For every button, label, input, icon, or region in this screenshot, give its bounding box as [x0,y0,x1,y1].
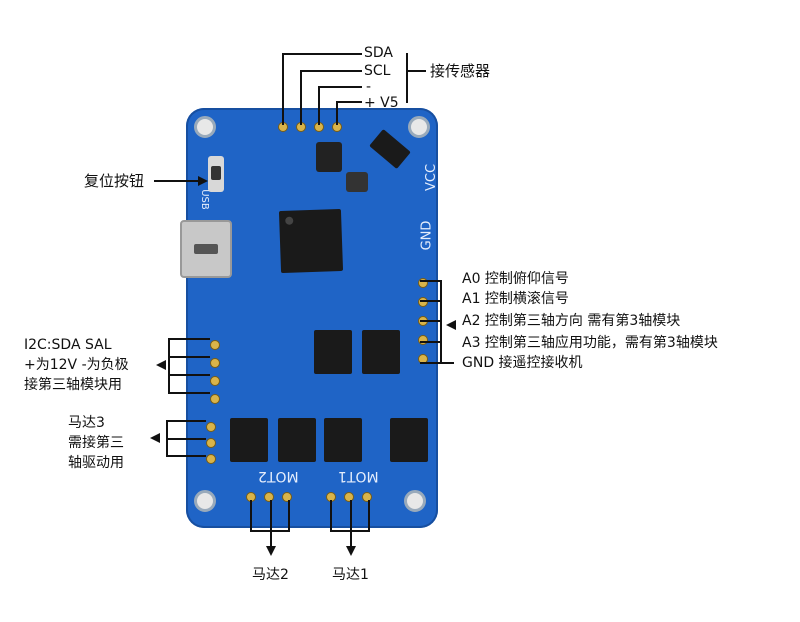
motor1-pin-3 [362,492,372,502]
leader-scl-v [300,70,302,125]
label-a1: A1 控制横滚信号 [462,291,569,307]
rc-leader-a0 [420,280,442,282]
leader-scl-h [300,70,362,72]
silk-gnd: GND [419,220,435,251]
leader-minus-v [318,86,320,125]
label-i2c-line1: I2C:SDA SAL [24,337,112,353]
capacitor [346,172,368,192]
i2c-pin-1 [210,340,220,350]
label-gnd: GND 接遥控接收机 [462,355,583,371]
silk-vcc: VCC [424,163,440,192]
label-plus-v5: + V5 [364,95,399,111]
leader-v5-h [336,101,362,103]
silk-mot2: MOT2 [258,468,299,484]
i2c-pin-4 [210,394,220,404]
label-motor3-line2: 需接第三 [68,435,124,451]
rc-bracket-v [440,280,442,364]
silk-mot1: MOT1 [338,468,379,484]
i2c-leader-4 [168,392,210,394]
motor3-pin-1 [206,422,216,432]
motor1-leader-2 [350,500,352,532]
motor3-pin-2 [206,438,216,448]
motor2-pin-2 [264,492,274,502]
leader-v5-v [336,101,338,125]
arrow-motor1 [346,546,356,556]
motor3-leader-1 [166,420,206,422]
pcb-board: USB VCC GND MOT2 MOT1 [180,108,440,528]
driver-chip-2 [362,330,400,374]
label-i2c-line2: +为12V -为负极 [24,357,129,373]
label-motor2: 马达2 [252,567,289,583]
motor3-leader-2 [166,438,206,440]
reset-button-component [208,156,224,192]
label-motor1: 马达1 [332,567,369,583]
label-a2: A2 控制第三轴方向 需有第3轴模块 [462,313,681,329]
rc-leader-a2 [420,320,442,322]
sensor-bracket-v [406,53,408,103]
motor2-pin-3 [282,492,292,502]
mount-hole-bottom-right [404,490,426,512]
label-motor3-line1: 马达3 [68,415,105,431]
driver-chip-3 [230,418,268,462]
motor3-pin-3 [206,454,216,464]
arrow-reset [198,176,208,186]
motor1-leader-1 [330,500,332,532]
motor2-leader-3 [288,500,290,532]
rc-leader-a1 [420,300,442,302]
motor2-leader-2 [270,500,272,532]
label-scl: SCL [364,63,391,79]
motor2-leader-1 [250,500,252,532]
label-motor3-line3: 轴驱动用 [68,455,124,471]
label-sensor: 接传感器 [430,62,491,80]
i2c-bracket-v [168,338,170,394]
rc-pin-a0 [418,278,428,288]
usb-port [180,220,232,278]
i2c-leader-3 [168,374,210,376]
driver-chip-5 [324,418,362,462]
rc-pin-a1 [418,297,428,307]
motor2-stem [270,530,272,548]
sensor-bracket-h [406,70,426,72]
label-i2c-line3: 接第三轴模块用 [24,377,122,393]
motor3-leader-3 [166,455,206,457]
rc-leader-gnd-2 [442,362,454,364]
diode [369,129,411,169]
mount-hole-bottom-left [194,490,216,512]
arrow-motor3 [150,433,160,443]
rc-pin-a3 [418,335,428,345]
mount-hole-top-left [194,116,216,138]
mount-hole-top-right [408,116,430,138]
leader-minus-h [318,86,362,88]
leader-reset [154,180,204,182]
arrow-motor2 [266,546,276,556]
i2c-pin-2 [210,358,220,368]
motor1-pin-2 [344,492,354,502]
label-reset: 复位按钮 [84,172,145,190]
arrow-rc [446,320,456,330]
silk-usb: USB [198,189,210,210]
i2c-leader-1 [168,338,210,340]
arrow-i2c [156,360,166,370]
i2c-pin-3 [210,376,220,386]
label-minus: - [366,79,372,95]
label-a0: A0 控制俯仰信号 [462,271,569,287]
leader-sda-v [282,53,284,125]
i2c-leader-2 [168,356,210,358]
driver-chip-6 [390,418,428,462]
motor1-leader-3 [368,500,370,532]
driver-chip-4 [278,418,316,462]
mcu-chip [278,208,344,274]
leader-sda-h [282,53,362,55]
label-a3: A3 控制第三轴应用功能，需有第3轴模块 [462,335,718,351]
rc-leader-gnd-1 [420,362,442,364]
regulator [316,142,342,172]
driver-chip-1 [314,330,352,374]
motor1-stem [350,530,352,548]
label-sda: SDA [364,45,393,61]
rc-leader-a3 [420,341,442,343]
